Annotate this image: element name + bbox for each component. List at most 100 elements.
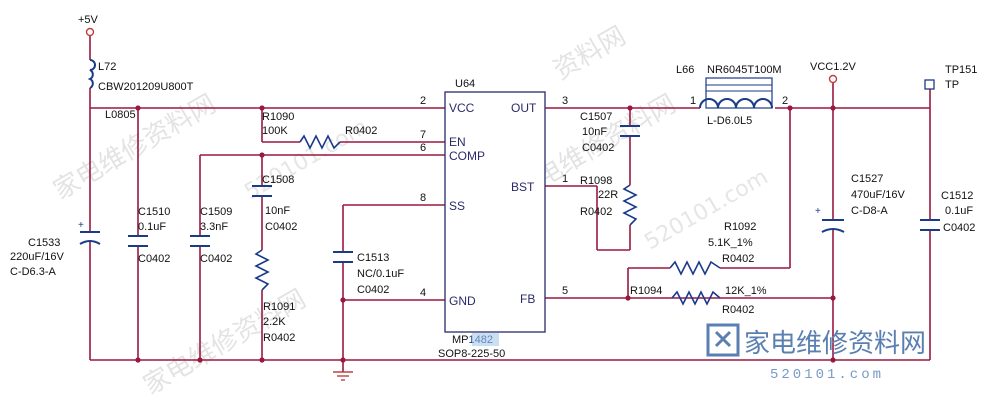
inductor-l72: L72 CBW201209U800T L0805 [87,59,194,121]
r1090-value: 100K [262,125,288,137]
pin-number: 2 [420,95,426,107]
c1507-value: 10nF [582,126,607,138]
ic-body [444,91,546,333]
watermark-faded: 资料网 [549,21,632,86]
pin-number: 6 [420,142,426,154]
ic-u64: U64 2 7 6 8 4 VCC EN COMP SS GND 3 1 5 O… [420,78,568,360]
c1533-value: 220uF/16V [10,251,64,263]
r1090-footprint: R0402 [345,125,377,137]
c1533-footprint: C-D6.3-A [10,266,57,278]
r1098-value: 22R [598,189,618,201]
resistor-r1091: R1091 2.2K R0402 [254,249,295,344]
junctions [135,105,836,363]
c1512-footprint: C0402 [943,222,975,234]
capacitor-c1508: C1508 10nF C0402 [252,174,297,233]
pin-number: 7 [420,129,426,141]
c1509-footprint: C0402 [200,253,232,265]
r1092-value: 5.1K_1% [708,237,753,249]
c1513-value: NC/0.1uF [357,268,404,280]
c1513-footprint: C0402 [357,284,389,296]
ic-ref: U64 [455,78,475,90]
testpoint-tp151: TP151 TP [924,64,977,91]
pin-name-gnd: GND [449,294,476,308]
watermark-faded-url: 520101.com [641,165,773,256]
l66-pin2: 2 [782,95,788,107]
capacitor-c1513: C1513 NC/0.1uF C0402 [333,251,404,296]
capacitor-c1512: C1512 0.1uF C0402 [920,190,975,234]
resistor-r1098: R1098 22R R0402 [580,175,638,226]
resistor-r1094: R1094 12K_1% R0402 [630,285,767,316]
c1508-value: 10nF [265,205,290,217]
c1533-ref: C1533 [28,237,60,249]
power-vcc12-symbol: VCC1.2V [810,61,857,84]
c1512-ref: C1512 [941,190,973,202]
c1509-value: 3.3nF [200,221,228,233]
inductor-l66: L66 NR6045T100M L-D6.0L5 1 2 [676,64,788,127]
pin-name-en: EN [449,135,466,149]
c1512-value: 0.1uF [945,205,973,217]
c1510-ref: C1510 [138,206,170,218]
l66-ref: L66 [676,64,694,76]
pin-number: 4 [420,287,426,299]
tp151-label: TP [945,79,959,91]
capacitor-c1533: + C1533 220uF/16V C-D6.3-A [10,220,101,278]
svg-text:+: + [815,206,821,217]
c1527-ref: C1527 [851,173,883,185]
c1507-footprint: C0402 [582,142,614,154]
l72-footprint: L0805 [105,109,136,121]
c1510-footprint: C0402 [138,253,170,265]
r1094-footprint: R0402 [722,304,754,316]
r1092-footprint: R0402 [722,253,754,265]
pin-name-ss: SS [449,199,465,213]
ground-symbol [333,371,353,381]
pin-name-comp: COMP [449,149,485,163]
c1510-value: 0.1uF [138,221,166,233]
ic-part-highlight [472,333,499,346]
ic-package: SOP8-225-50 [438,348,505,360]
power-5v-label: +5V [78,14,99,26]
pin-name-fb: FB [520,292,535,306]
l66-pin1: 1 [690,95,696,107]
r1094-ref: R1094 [630,285,662,297]
l72-ref: L72 [98,61,116,73]
l66-value: NR6045T100M [707,64,782,76]
capacitor-c1507: C1507 10nF C0402 [580,111,640,154]
pin-name-out: OUT [511,101,537,115]
brand-watermark-url: 520101.com [770,367,884,383]
r1092-ref: R1092 [724,221,756,233]
resistor-r1090: R1090 100K R0402 [262,111,377,150]
svg-text:+: + [78,220,84,231]
power-vcc12-label: VCC1.2V [810,61,857,73]
r1091-ref: R1091 [263,301,295,313]
wires [89,35,931,372]
pin-number: 3 [562,95,568,107]
pin-number: 8 [420,192,426,204]
resistor-r1092: R1092 5.1K_1% R0402 [669,221,756,276]
pin-name-vcc: VCC [449,101,475,115]
c1509-ref: C1509 [200,206,232,218]
c1508-footprint: C0402 [265,221,297,233]
brand-logo-icon [706,323,740,357]
c1513-ref: C1513 [357,252,389,264]
r1091-footprint: R0402 [263,332,295,344]
c1507-ref: C1507 [580,111,612,123]
r1098-footprint: R0402 [580,206,612,218]
pin-number: 1 [562,173,568,185]
brand-watermark: 家电维修资料网 520101.com [706,323,926,383]
r1098-ref: R1098 [580,175,612,187]
pin-number: 5 [562,285,568,297]
brand-watermark-text: 家电维修资料网 [744,329,926,359]
c1527-value: 470uF/16V [851,189,905,201]
l66-footprint: L-D6.0L5 [707,115,752,127]
tp151-ref: TP151 [945,64,977,76]
l72-value: CBW201209U800T [98,81,194,93]
capacitor-c1510: C1510 0.1uF C0402 [128,206,170,265]
r1090-ref: R1090 [262,111,294,123]
pin-name-bst: BST [511,180,535,194]
watermark-faded: 家电维修资料网 [49,89,222,206]
capacitor-c1527: + C1527 470uF/16V C-D8-A [815,173,905,233]
r1094-value: 12K_1% [725,285,767,297]
r1091-value: 2.2K [263,316,286,328]
power-5v-symbol: +5V [78,14,99,37]
